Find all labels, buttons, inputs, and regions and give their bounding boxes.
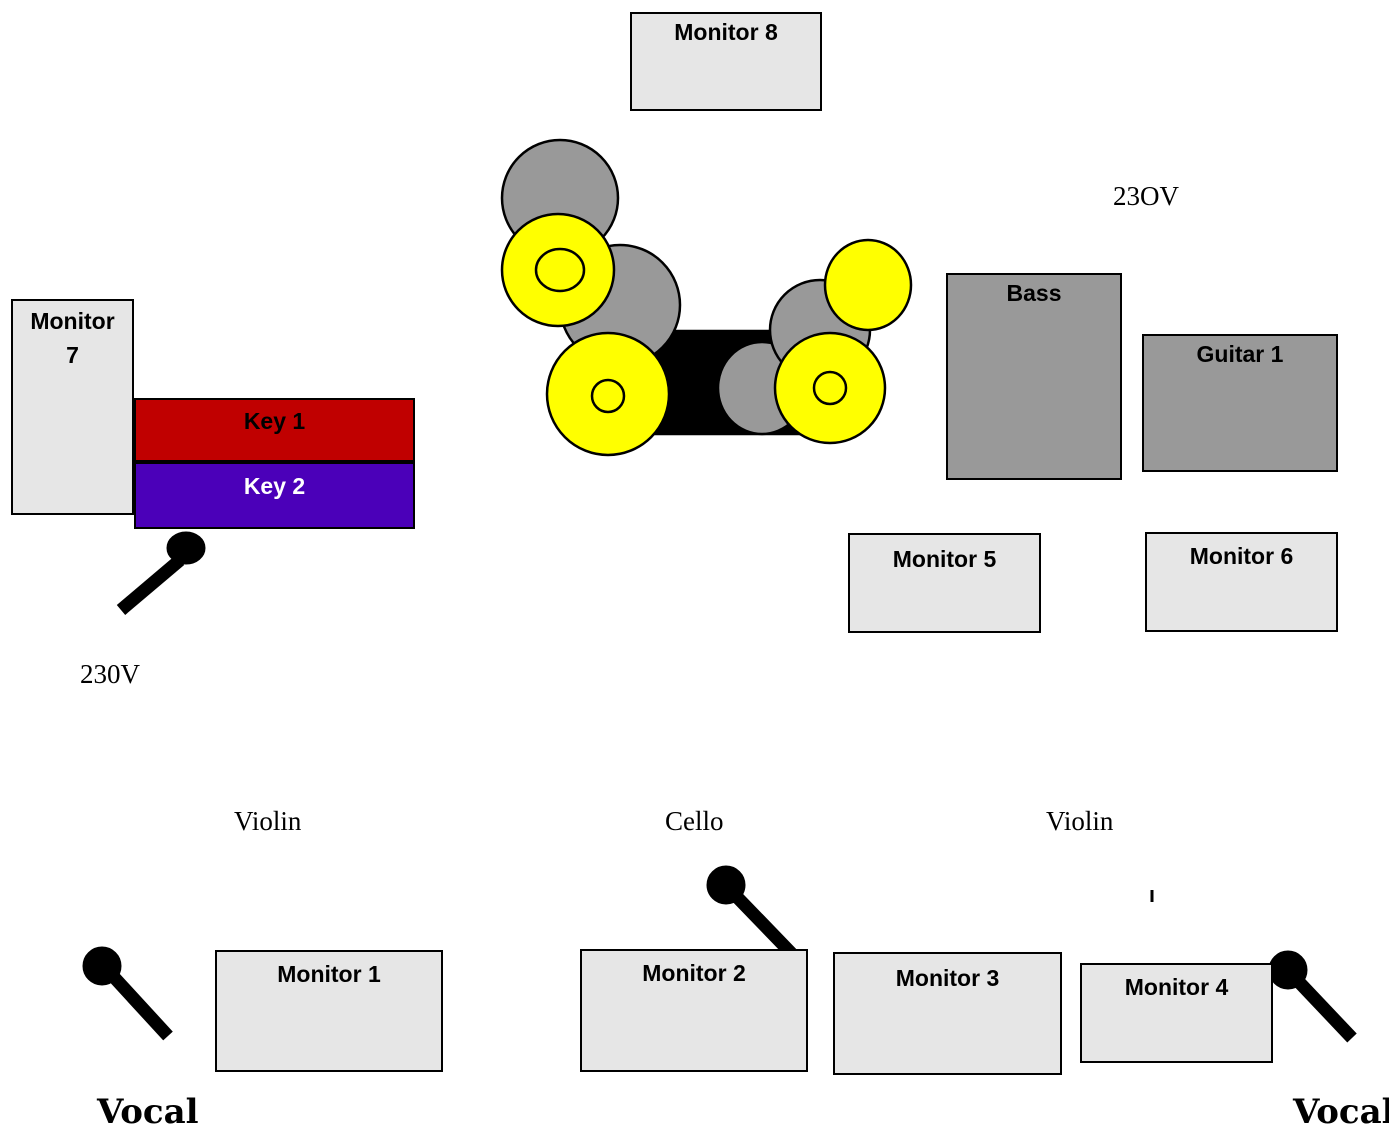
key-2: Key 2 <box>134 462 415 529</box>
guitar-1-amp: Guitar 1 <box>1142 334 1338 472</box>
power-label-right: 23OV <box>1113 181 1179 211</box>
mic-vocal-right <box>1268 950 1357 1043</box>
violin-right-label: Violin <box>1046 806 1114 836</box>
mic-vocal-left <box>82 946 173 1041</box>
vocal-right-label: Vocal <box>1293 1092 1389 1132</box>
power-label-left: 230V <box>80 659 140 689</box>
cymbal-bottom-left-bell <box>590 378 626 414</box>
monitor-7-label-line2: 7 <box>66 342 79 368</box>
monitor-3: Monitor 3 <box>833 952 1062 1075</box>
cymbal-top-right <box>823 238 913 332</box>
key-1: Key 1 <box>134 398 415 462</box>
monitor-2: Monitor 2 <box>580 949 808 1072</box>
cymbal-bottom-right-bell <box>812 370 848 406</box>
monitor-1: Monitor 1 <box>215 950 443 1072</box>
cello-label: Cello <box>665 806 724 836</box>
violin-left-label: Violin <box>234 806 302 836</box>
mic-keys <box>116 531 206 615</box>
monitor-5: Monitor 5 <box>848 533 1041 633</box>
monitor-8: Monitor 8 <box>630 12 822 111</box>
bass-amp: Bass <box>946 273 1122 480</box>
monitor-7-label-line1: Monitor <box>30 308 115 334</box>
monitor-4: Monitor 4 <box>1080 963 1273 1063</box>
monitor-6: Monitor 6 <box>1145 532 1338 632</box>
mic-cello <box>706 865 798 960</box>
vocal-left-label: Vocal <box>97 1092 199 1132</box>
cymbal-top-left-bell <box>534 247 586 293</box>
drum-kit-group <box>500 138 913 457</box>
monitor-7: Monitor 7 <box>11 299 134 515</box>
